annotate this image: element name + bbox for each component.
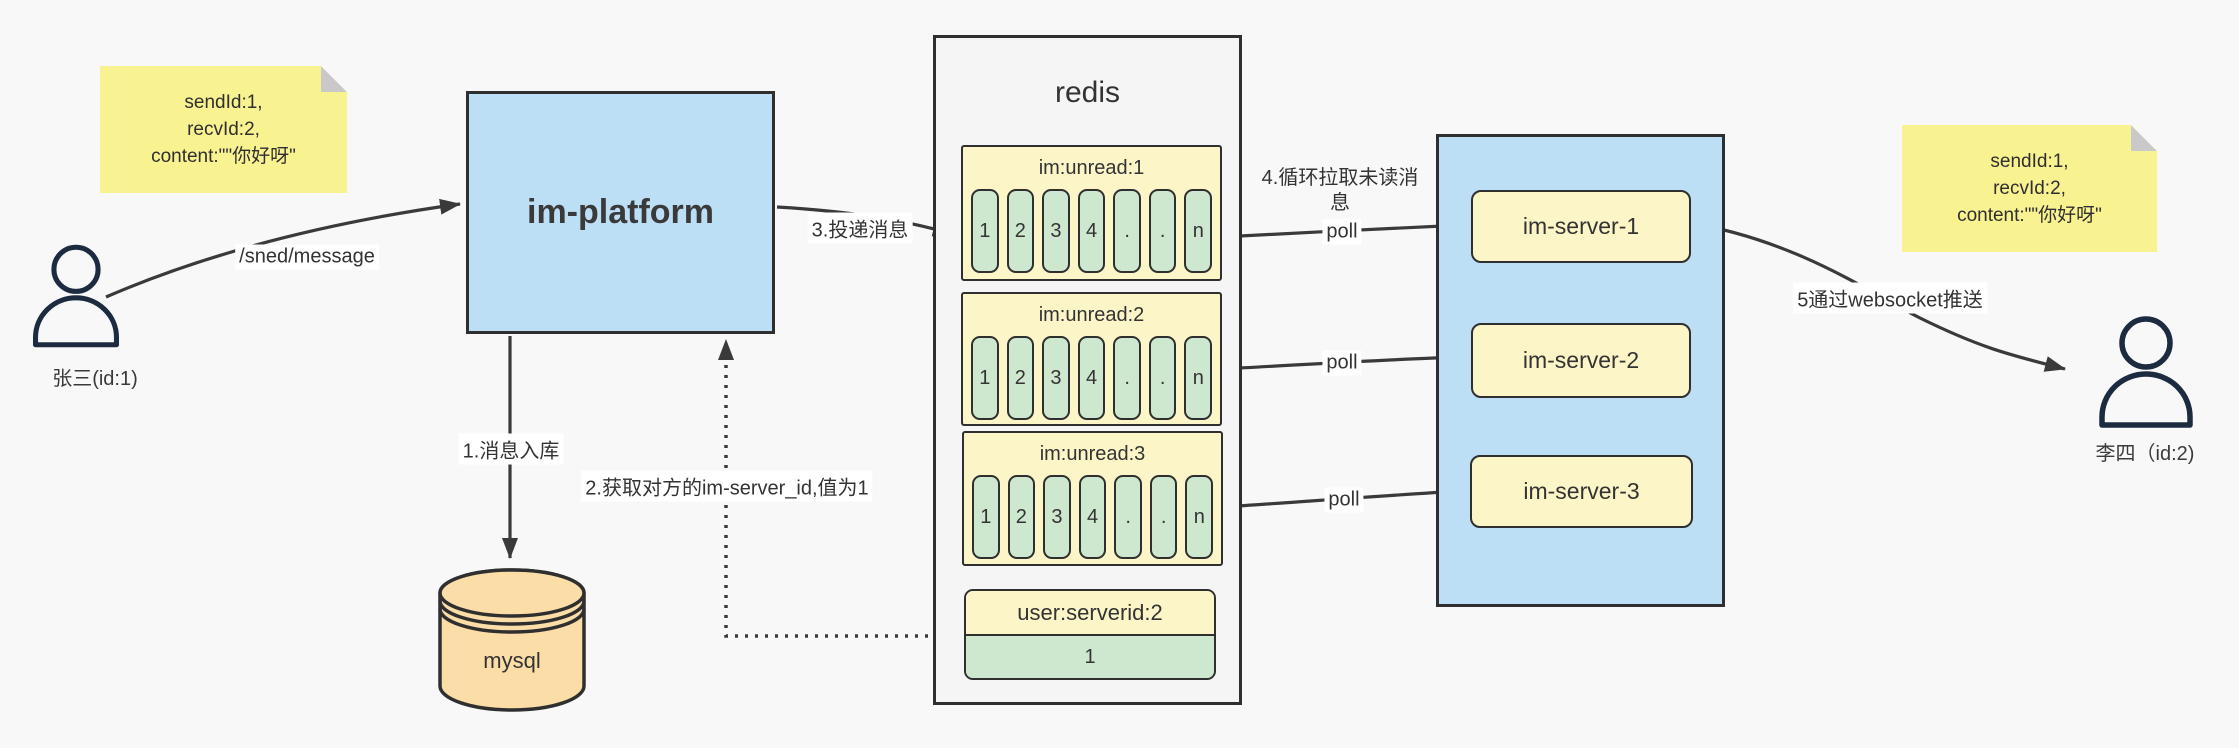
edge-label-deliver: 3.投递消息 xyxy=(807,212,913,244)
edge-label-store-db: 1.消息入库 xyxy=(458,433,564,465)
queue-header: im:unread:2 xyxy=(1038,303,1145,326)
queue-cell: n xyxy=(1185,475,1214,559)
queue-cell: . xyxy=(1148,336,1177,420)
im-server-2-label: im-server-2 xyxy=(1522,347,1640,373)
queue-cell: 3 xyxy=(1042,336,1070,420)
queue-cell: . xyxy=(1114,475,1142,559)
user-serverid-header: user:serverid:2 xyxy=(966,591,1214,636)
mysql-database-icon xyxy=(438,568,586,712)
im-server-3-node: im-server-3 xyxy=(1470,455,1693,528)
queue-im-unread-2: im:unread:2 1 2 3 4 . . n xyxy=(961,292,1222,426)
queue-cell: 1 xyxy=(972,475,1000,559)
im-server-cluster: im-server-1 im-server-2 im-server-3 xyxy=(1436,134,1725,607)
im-server-2-node: im-server-2 xyxy=(1471,323,1691,398)
queue-header: im:unread:3 xyxy=(1039,442,1146,465)
queue-cell: 1 xyxy=(971,189,999,273)
queue-cell: n xyxy=(1184,336,1213,420)
im-server-3-label: im-server-3 xyxy=(1523,478,1640,504)
queue-cells: 1 2 3 4 . . n xyxy=(963,189,1220,273)
queue-cell: . xyxy=(1148,189,1177,273)
note-line: content:""你好呀" xyxy=(151,146,296,167)
im-platform-label: im-platform xyxy=(527,193,714,231)
note-line: recvId:2, xyxy=(187,119,260,140)
user-serverid-block: user:serverid:2 1 xyxy=(964,589,1216,680)
queue-cell: 2 xyxy=(1007,475,1036,559)
note-line: sendId:1, xyxy=(184,92,263,113)
edge-label-get-server-id: 2.获取对方的im-server_id,值为1 xyxy=(581,470,873,502)
note-fold-corner xyxy=(321,66,347,92)
note-fold-corner xyxy=(2131,125,2157,151)
queue-cell: 4 xyxy=(1077,189,1106,273)
sender-label: 张三(id:1) xyxy=(52,368,138,390)
queue-cell: n xyxy=(1184,189,1213,273)
person-icon xyxy=(32,244,120,348)
queue-cells: 1 2 3 4 . . n xyxy=(964,475,1221,559)
queue-cell: 2 xyxy=(1006,336,1035,420)
queue-cell: . xyxy=(1149,475,1178,559)
edge-label-websocket-push: 5通过websocket推送 xyxy=(1793,282,1987,314)
queue-cell: . xyxy=(1113,336,1141,420)
note-line: sendId:1, xyxy=(1990,151,2069,172)
sticky-note-sender: sendId:1, recvId:2, content:""你好呀" xyxy=(100,66,347,193)
note-line: content:""你好呀" xyxy=(1957,205,2102,226)
queue-header: im:unread:1 xyxy=(1038,156,1145,179)
user-serverid-value: 1 xyxy=(966,636,1214,678)
queue-im-unread-1: im:unread:1 1 2 3 4 . . n xyxy=(961,145,1222,281)
queue-cell: 3 xyxy=(1043,475,1071,559)
queue-cell: 4 xyxy=(1078,475,1107,559)
im-server-1-label: im-server-1 xyxy=(1522,213,1640,239)
queue-cell: 4 xyxy=(1077,336,1106,420)
edge-label-poll-1: poll xyxy=(1322,219,1362,245)
im-platform-node: im-platform xyxy=(466,91,775,334)
receiver-label: 李四（id:2) xyxy=(2095,443,2195,465)
redis-title: redis xyxy=(1054,76,1121,109)
queue-cell: 2 xyxy=(1006,189,1035,273)
queue-cells: 1 2 3 4 . . n xyxy=(963,336,1220,420)
edge-label-poll-3: poll xyxy=(1324,487,1364,513)
queue-cell: 1 xyxy=(971,336,999,420)
im-server-1-node: im-server-1 xyxy=(1471,190,1691,263)
sticky-note-receiver: sendId:1, recvId:2, content:""你好呀" xyxy=(1902,125,2157,252)
queue-cell: 3 xyxy=(1042,189,1070,273)
mysql-label: mysql xyxy=(483,648,541,673)
redis-container: redis im:unread:1 1 2 3 4 . . n im:unrea… xyxy=(933,35,1242,705)
note-line: recvId:2, xyxy=(1993,178,2066,199)
edge-label-poll-2: poll xyxy=(1322,350,1362,376)
edge-label-poll-loop: 4.循环拉取未读消息 xyxy=(1261,167,1419,214)
queue-im-unread-3: im:unread:3 1 2 3 4 . . n xyxy=(962,431,1223,566)
edge-label-send-message: /sned/message xyxy=(235,244,379,270)
person-icon xyxy=(2099,316,2193,428)
queue-cell: . xyxy=(1113,189,1141,273)
